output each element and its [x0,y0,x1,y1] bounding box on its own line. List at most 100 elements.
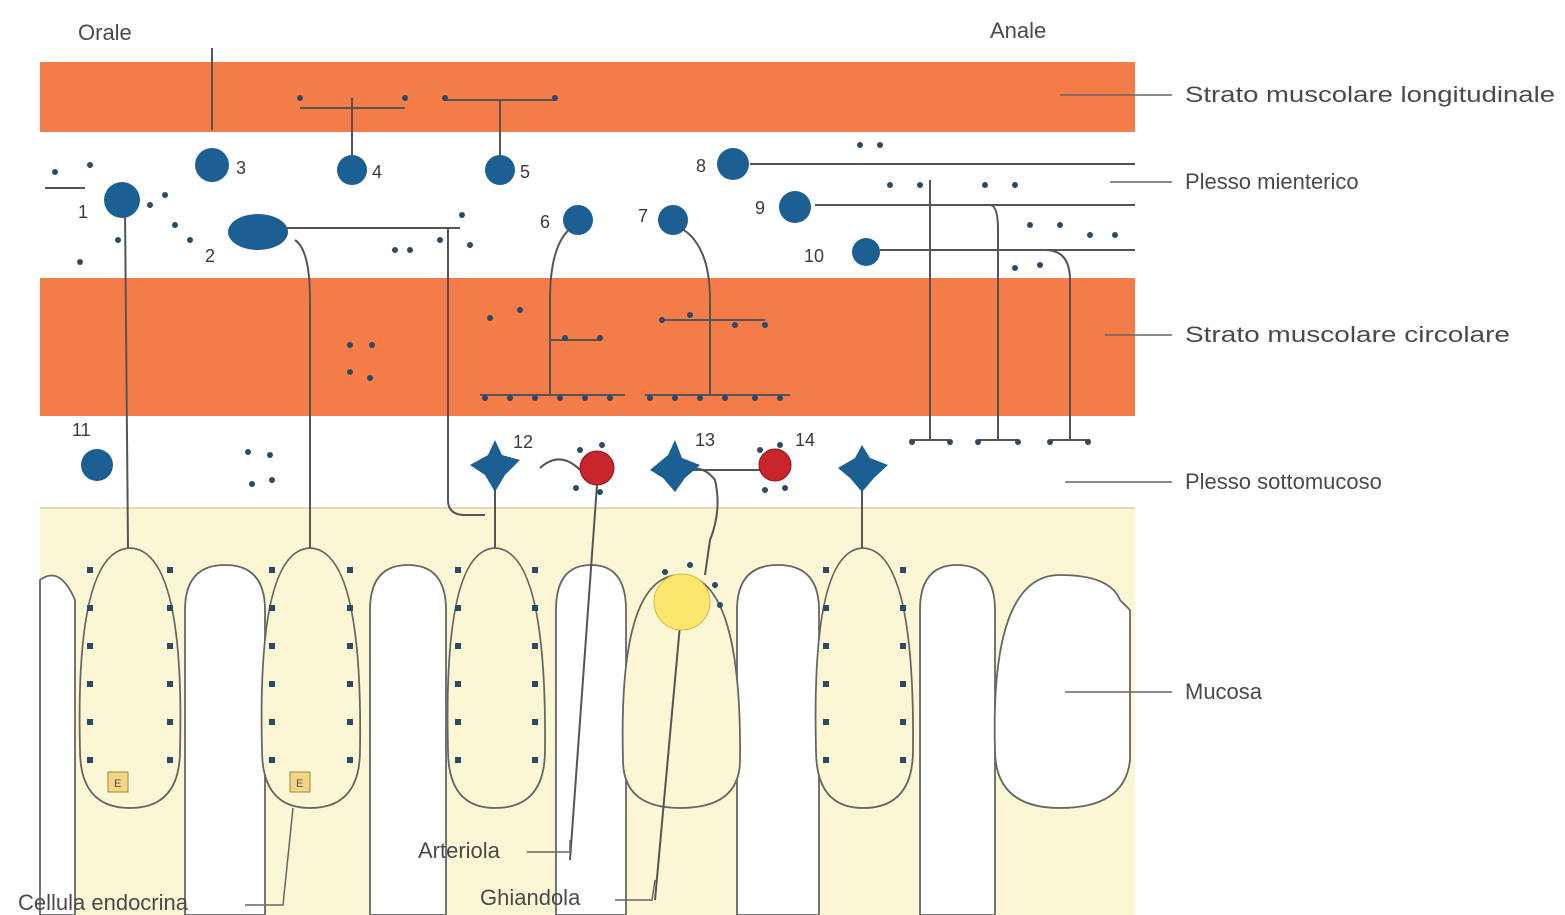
villus-nerve-ending [455,757,461,763]
nerve-terminal [975,439,981,445]
nerve-terminal [369,342,375,348]
nerve-terminal [1027,222,1033,228]
arteriole-icon [580,451,614,485]
villus-nerve-ending [900,643,906,649]
neuron-number-10: 10 [804,246,824,266]
endocrine-mark-1: E [114,778,121,790]
villus-nerve-ending [823,681,829,687]
villus-nerve-ending [269,605,275,611]
nerve-terminal [757,447,763,453]
villus-nerve-ending [532,757,538,763]
nerve-terminal [517,307,523,313]
villus-nerve-ending [269,719,275,725]
villus-nerve-ending [900,681,906,687]
nerve-terminal [532,395,538,401]
nerve-terminal [597,489,603,495]
neuron-number-13: 13 [695,430,715,450]
villus-nerve-ending [532,719,538,725]
nerve-terminal [1047,439,1053,445]
villus-nerve-ending [167,605,173,611]
nerve-terminal [1037,262,1043,268]
nerve-terminal [552,95,558,101]
label-longitudinal: Strato muscolare longitudinale [1185,82,1555,107]
nerve-terminal [187,237,193,243]
villus-nerve-ending [167,681,173,687]
nerve-terminal [982,182,988,188]
nerve-terminal [597,335,603,341]
neuron-number-3: 3 [236,158,246,178]
label-gland: Ghiandola [480,885,581,910]
villus-nerve-ending [87,567,93,573]
nerve-terminal [782,485,788,491]
neuron-number-14: 14 [795,430,815,450]
nerve-terminal [659,317,665,323]
anal-label: Anale [990,18,1046,43]
nerve-terminal [1057,222,1063,228]
label-submucosal: Plesso sottomucoso [1185,469,1382,494]
nerve-terminal [917,182,923,188]
villus-nerve-ending [900,605,906,611]
neuron-9-icon [779,191,811,223]
gland-icon [654,574,710,630]
villus-nerve-ending [823,567,829,573]
nerve-terminal [347,369,353,375]
villus-nerve-ending [900,567,906,573]
label-arteriole: Arteriola [418,838,501,863]
nerve-terminal [249,481,255,487]
nerve-terminal [877,142,883,148]
nerve-terminal [1085,439,1091,445]
nerve-terminal [459,212,465,218]
villus-nerve-ending [823,757,829,763]
nerve-terminal [857,142,863,148]
nerve-terminal [297,95,303,101]
nerve-terminal [1012,182,1018,188]
nerve-terminal [722,395,728,401]
nerve-terminal [662,569,668,575]
nerve-terminal [577,447,583,453]
nerve-terminal [712,582,718,588]
neuron-number-7: 7 [638,206,648,226]
neuron-10-icon [852,238,880,266]
nerve-terminal [467,242,473,248]
nerve-terminal [557,395,563,401]
villus-nerve-ending [532,643,538,649]
villus-nerve-ending [900,757,906,763]
neuron-6-icon [563,205,593,235]
nerve-terminal [607,395,613,401]
villus-nerve-ending [823,605,829,611]
villus-nerve-ending [87,719,93,725]
villus-nerve-ending [455,643,461,649]
villus-nerve-ending [823,643,829,649]
nerve-terminal [732,322,738,328]
nerve-terminal [115,237,121,243]
label-mucosa: Mucosa [1185,679,1263,704]
villus-3 [448,548,546,808]
nerve-terminal [762,322,768,328]
villus-nerve-ending [532,605,538,611]
nerve-terminal [1015,439,1021,445]
villus-nerve-ending [87,681,93,687]
nerve-terminal [562,335,568,341]
villus-nerve-ending [167,643,173,649]
nerve-terminal [909,439,915,445]
arteriole-14-icon [759,449,791,481]
endocrine-mark-2: E [296,778,303,790]
neuron-4-icon [337,155,367,185]
oral-label: Orale [78,20,132,45]
villus-nerve-ending [455,719,461,725]
nerve-terminal [687,562,693,568]
neuron-5-icon [485,155,515,185]
villus-nerve-ending [269,643,275,649]
nerve-terminal [402,95,408,101]
villus-nerve-ending [269,757,275,763]
villus-nerve-ending [347,567,353,573]
longitudinal-muscle-layer [40,62,1135,132]
neuron-number-4: 4 [372,162,382,182]
villus-5 [816,548,914,808]
nerve-terminal [269,477,275,483]
nerve-terminal [482,395,488,401]
nerve-terminal [437,237,443,243]
neuron-submucosal-right-icon [838,445,888,492]
label-circular: Strato muscolare circolare [1185,322,1510,347]
nerve-terminal [442,95,448,101]
